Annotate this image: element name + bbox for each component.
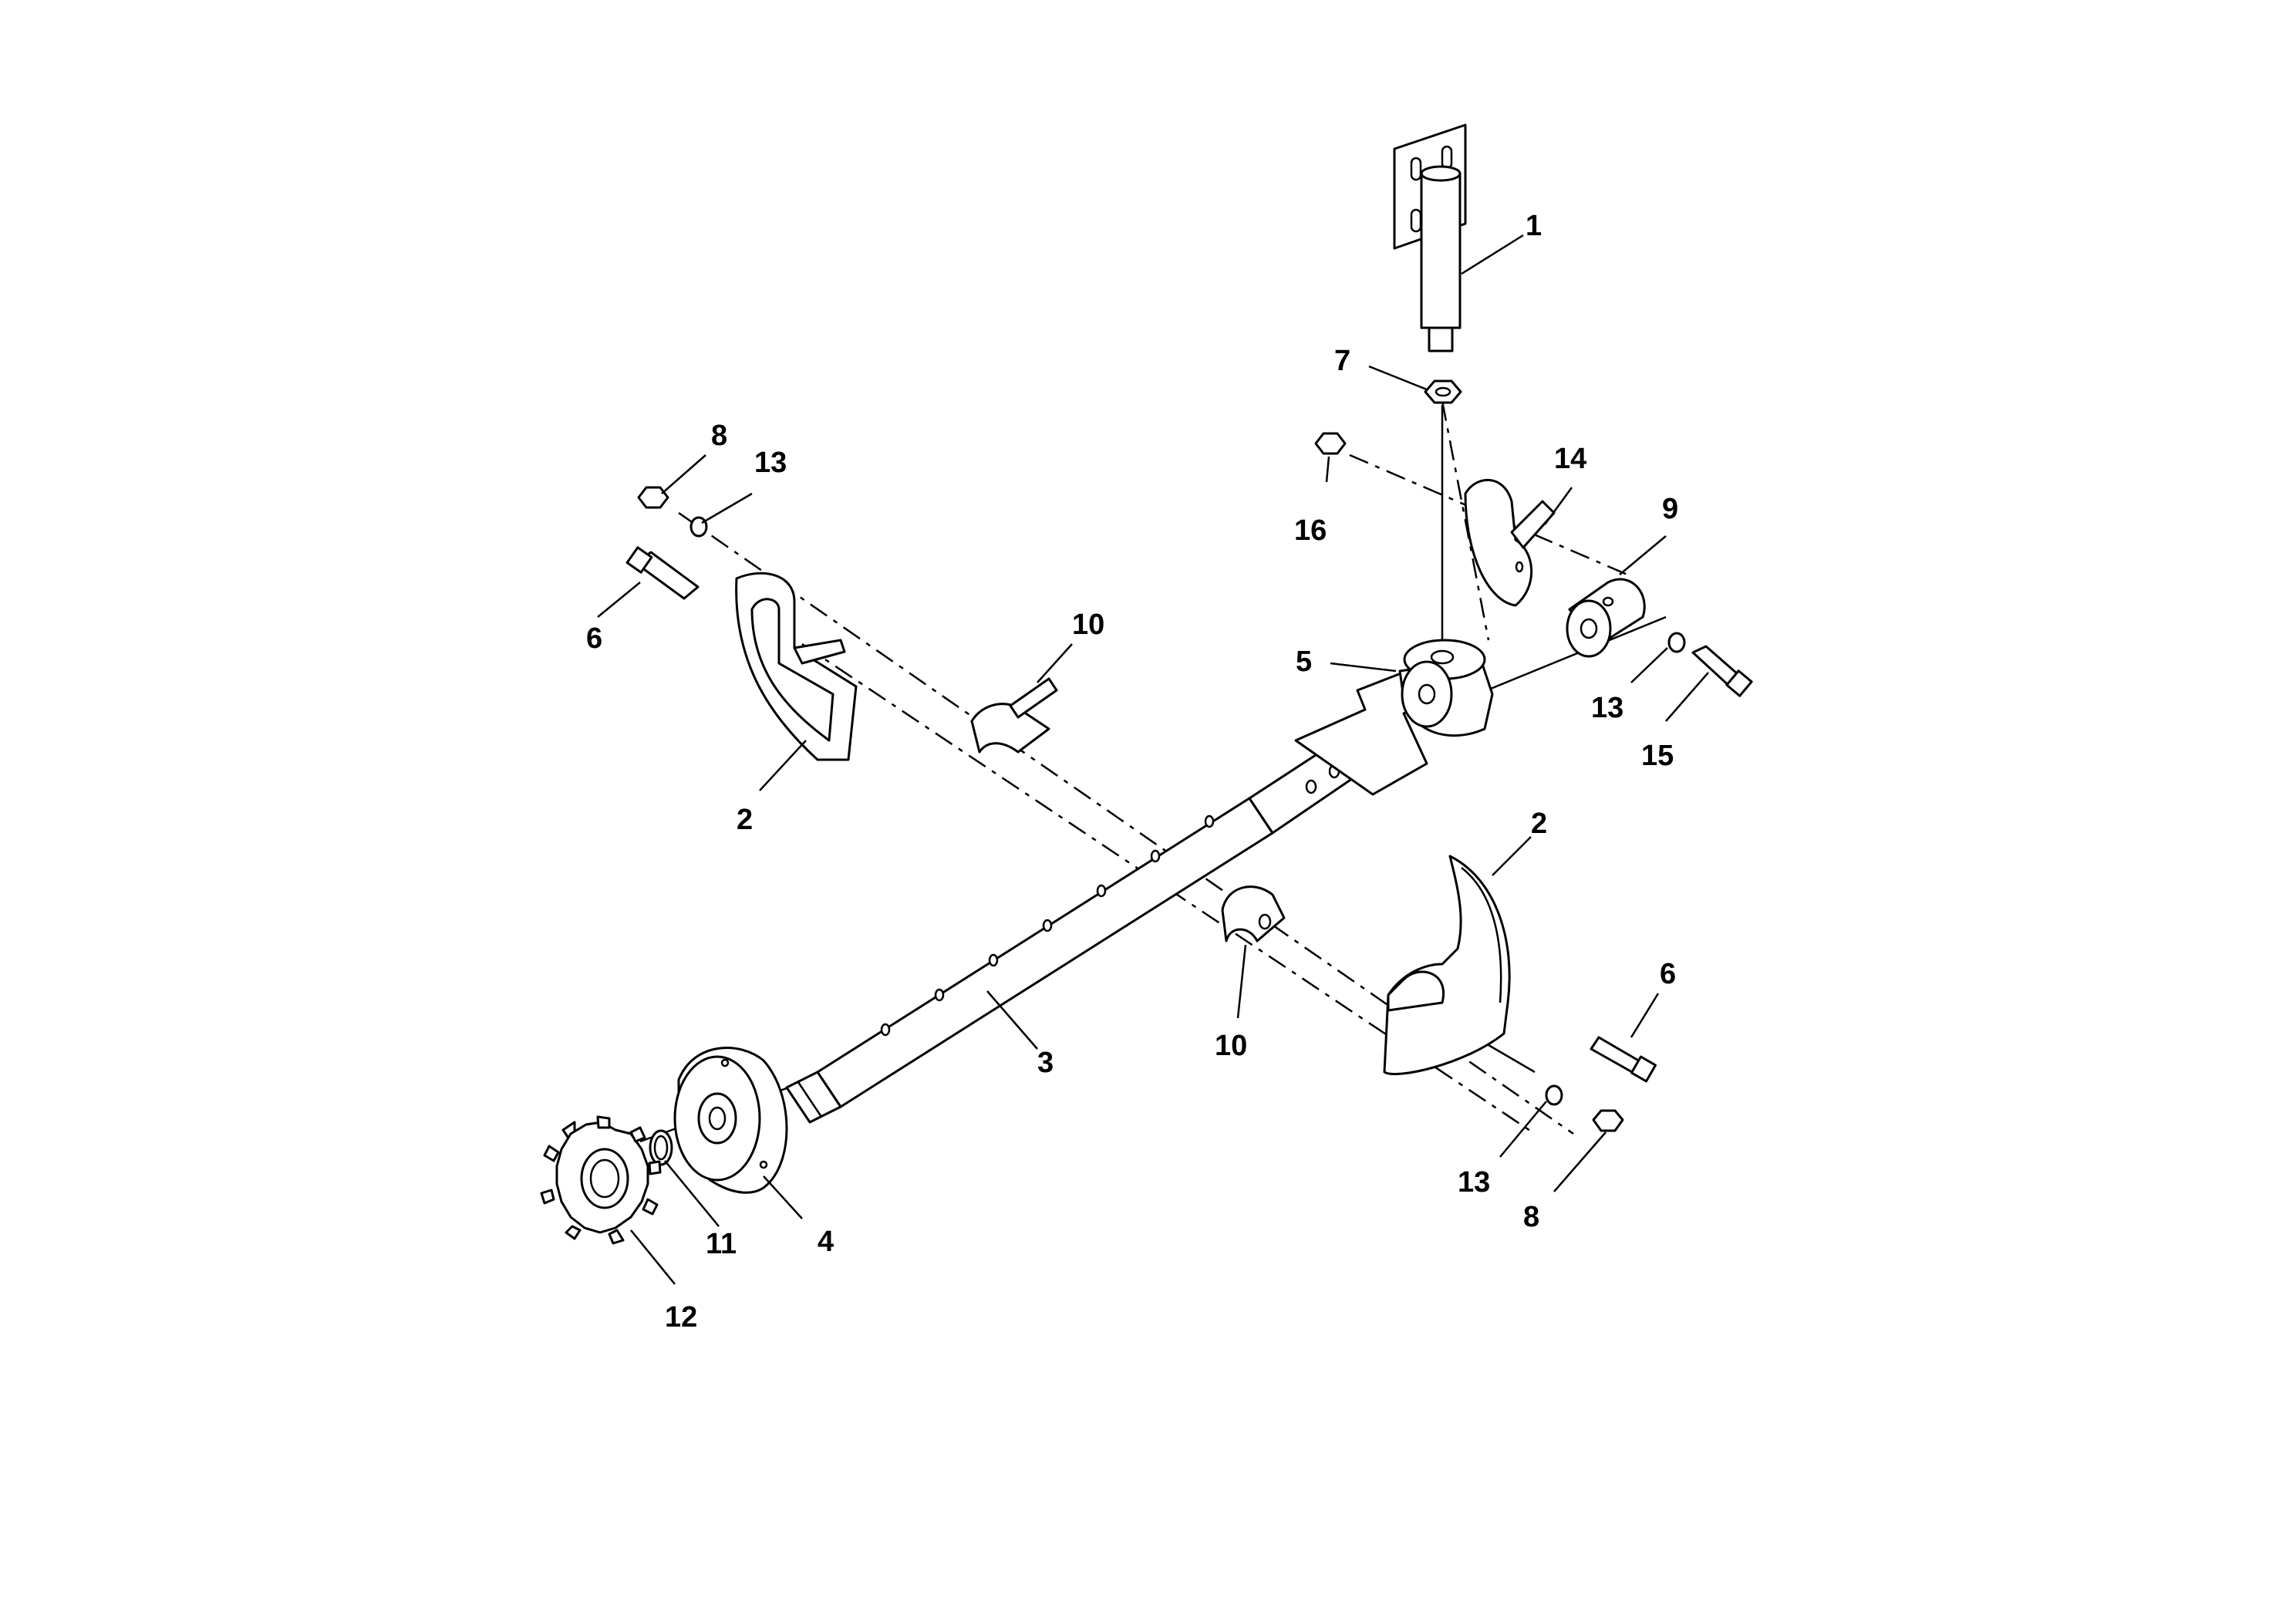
callout-14: 14 <box>1554 443 1586 475</box>
callout-5: 5 <box>1296 646 1312 678</box>
post-with-mounting-plate <box>1393 123 1467 352</box>
callout-6-right: 6 <box>1660 958 1676 990</box>
callout-3: 3 <box>1037 1047 1054 1079</box>
callout-labels: 1 2 2 3 4 5 6 6 7 8 8 9 10 10 11 12 13 1… <box>586 210 1678 1334</box>
shaft-clip-upper <box>970 677 1058 754</box>
callout-2-right: 2 <box>1531 808 1547 840</box>
callout-10-lower: 10 <box>1215 1030 1247 1062</box>
bolt-upper-left <box>625 546 700 600</box>
bearing-flange <box>673 1047 788 1194</box>
callout-13-upper-left: 13 <box>754 447 787 479</box>
hex-nut <box>1424 379 1462 404</box>
flange-nut-upper-right <box>1314 432 1347 455</box>
flange-nut-upper-left <box>637 486 669 509</box>
callout-8-upper: 8 <box>711 420 727 452</box>
callout-1: 1 <box>1526 210 1542 242</box>
auger-flight-small <box>1464 478 1556 607</box>
bolt-right <box>1691 645 1753 697</box>
bolt-lower-right <box>1590 1036 1657 1083</box>
snap-ring <box>649 1129 673 1166</box>
drive-sprocket <box>540 1115 662 1245</box>
callout-12: 12 <box>665 1301 697 1334</box>
auger-shaft <box>785 739 1359 1124</box>
auger-flight-right <box>1383 855 1511 1075</box>
auger-flight-left <box>735 572 858 761</box>
callout-9: 9 <box>1662 493 1678 525</box>
callout-4: 4 <box>818 1226 834 1258</box>
shaft-clip-lower <box>1221 885 1286 943</box>
bearing-collar <box>1398 639 1494 737</box>
callout-7: 7 <box>1334 345 1350 377</box>
callout-16: 16 <box>1294 514 1327 547</box>
callout-15: 15 <box>1641 740 1674 772</box>
shaft-collar <box>1566 578 1646 658</box>
callout-13-lower: 13 <box>1458 1166 1490 1199</box>
callout-11: 11 <box>706 1228 737 1260</box>
callout-13-right: 13 <box>1591 692 1623 724</box>
callout-6-left: 6 <box>586 622 602 655</box>
callout-8-lower: 8 <box>1523 1201 1539 1233</box>
callout-10-upper: 10 <box>1072 609 1104 641</box>
flange-nut-lower-right <box>1592 1109 1624 1132</box>
callout-2-left: 2 <box>737 804 753 836</box>
callout-leader-lines <box>597 234 1709 1285</box>
washers <box>689 516 1686 1106</box>
